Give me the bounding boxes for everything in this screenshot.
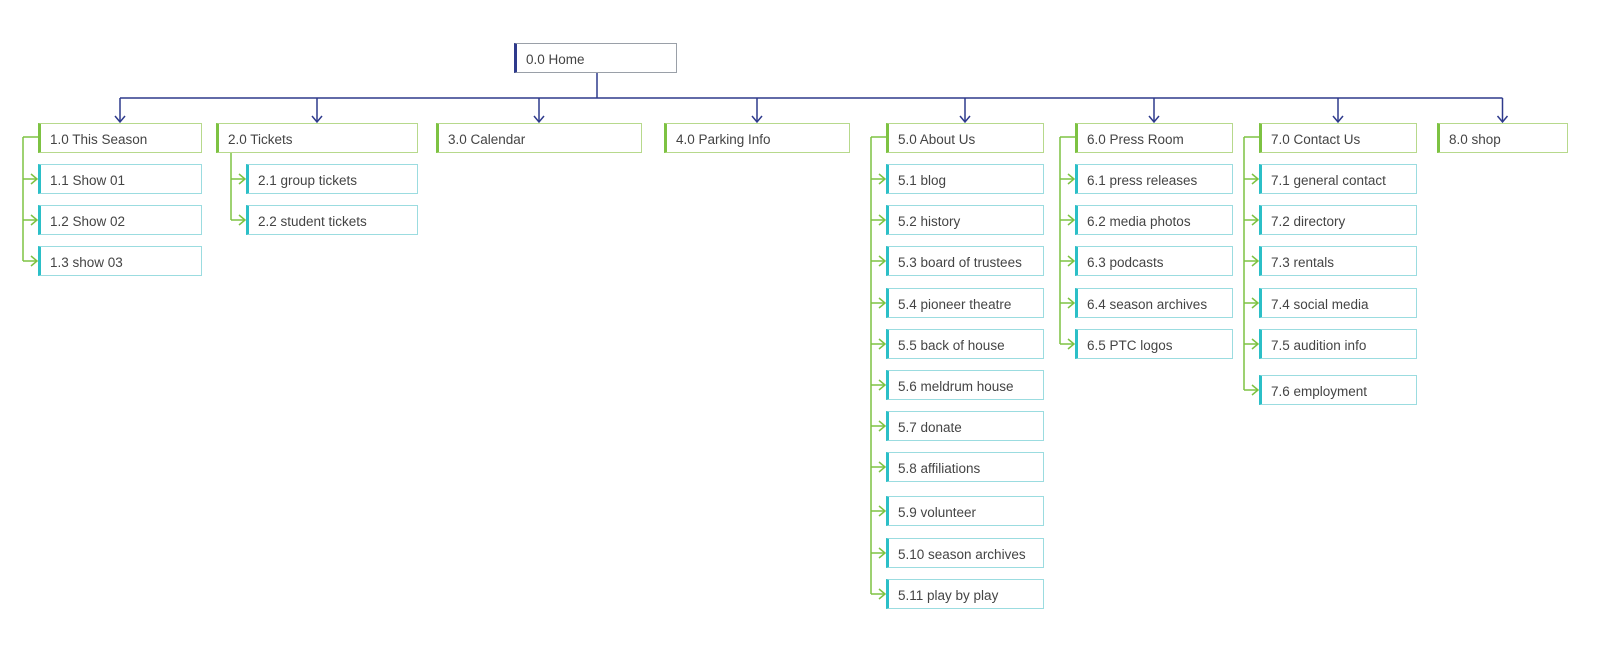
page-node-s5-2[interactable]: 5.2 history [886, 205, 1044, 235]
drop-arrow-s1 [114, 115, 126, 124]
branch-arrow-s5-5 [878, 338, 887, 350]
branch-arrow-s5-8 [878, 461, 887, 473]
section-node-s6[interactable]: 6.0 Press Room [1075, 123, 1233, 153]
section-node-s5[interactable]: 5.0 About Us [886, 123, 1044, 153]
page-node-s7-3[interactable]: 7.3 rentals [1259, 246, 1417, 276]
branch-arrow-s1-3 [30, 255, 39, 267]
section-node-s7[interactable]: 7.0 Contact Us [1259, 123, 1417, 153]
branch-arrow-s2-2 [238, 214, 247, 226]
page-node-s5-6[interactable]: 5.6 meldrum house [886, 370, 1044, 400]
page-node-s5-10[interactable]: 5.10 season archives [886, 538, 1044, 568]
page-node-s7-1[interactable]: 7.1 general contact [1259, 164, 1417, 194]
page-node-s6-3[interactable]: 6.3 podcasts [1075, 246, 1233, 276]
branch-arrow-s6-5 [1067, 338, 1076, 350]
branch-arrow-s7-4 [1251, 297, 1260, 309]
page-node-s7-5[interactable]: 7.5 audition info [1259, 329, 1417, 359]
branch-arrow-s5-1 [878, 173, 887, 185]
branch-arrow-s5-9 [878, 505, 887, 517]
branch-arrow-s5-11 [878, 588, 887, 600]
root-node-home[interactable]: 0.0 Home [514, 43, 677, 73]
branch-arrow-s5-7 [878, 420, 887, 432]
page-node-s1-2[interactable]: 1.2 Show 02 [38, 205, 202, 235]
page-node-s6-4[interactable]: 6.4 season archives [1075, 288, 1233, 318]
branch-arrow-s1-1 [30, 173, 39, 185]
page-node-s5-3[interactable]: 5.3 board of trustees [886, 246, 1044, 276]
branch-arrow-s5-6 [878, 379, 887, 391]
page-node-s5-8[interactable]: 5.8 affiliations [886, 452, 1044, 482]
branch-arrow-s7-5 [1251, 338, 1260, 350]
page-node-s6-5[interactable]: 6.5 PTC logos [1075, 329, 1233, 359]
page-node-s1-1[interactable]: 1.1 Show 01 [38, 164, 202, 194]
branch-arrow-s2-1 [238, 173, 247, 185]
page-node-s2-1[interactable]: 2.1 group tickets [246, 164, 418, 194]
page-node-s7-4[interactable]: 7.4 social media [1259, 288, 1417, 318]
page-node-s5-11[interactable]: 5.11 play by play [886, 579, 1044, 609]
drop-arrow-s6 [1148, 115, 1160, 124]
branch-arrow-s5-2 [878, 214, 887, 226]
page-node-s7-6[interactable]: 7.6 employment [1259, 375, 1417, 405]
branch-arrow-s6-3 [1067, 255, 1076, 267]
drop-arrow-s5 [959, 115, 971, 124]
page-node-s5-4[interactable]: 5.4 pioneer theatre [886, 288, 1044, 318]
page-node-s5-7[interactable]: 5.7 donate [886, 411, 1044, 441]
branch-arrow-s7-2 [1251, 214, 1260, 226]
branch-arrow-s6-2 [1067, 214, 1076, 226]
drop-arrow-s7 [1332, 115, 1344, 124]
drop-arrow-s2 [311, 115, 323, 124]
branch-arrow-s5-3 [878, 255, 887, 267]
branch-arrow-s1-2 [30, 214, 39, 226]
branch-arrow-s7-3 [1251, 255, 1260, 267]
section-node-s1[interactable]: 1.0 This Season [38, 123, 202, 153]
page-node-s5-9[interactable]: 5.9 volunteer [886, 496, 1044, 526]
page-node-s6-1[interactable]: 6.1 press releases [1075, 164, 1233, 194]
branch-arrow-s6-1 [1067, 173, 1076, 185]
page-node-s1-3[interactable]: 1.3 show 03 [38, 246, 202, 276]
branch-arrow-s7-6 [1251, 384, 1260, 396]
section-node-s2[interactable]: 2.0 Tickets [216, 123, 418, 153]
branch-arrow-s7-1 [1251, 173, 1260, 185]
page-node-s6-2[interactable]: 6.2 media photos [1075, 205, 1233, 235]
drop-arrow-s3 [533, 115, 545, 124]
section-node-s4[interactable]: 4.0 Parking Info [664, 123, 850, 153]
branch-arrow-s5-4 [878, 297, 887, 309]
branch-arrow-s5-10 [878, 547, 887, 559]
branch-arrow-s6-4 [1067, 297, 1076, 309]
section-node-s3[interactable]: 3.0 Calendar [436, 123, 642, 153]
page-node-s5-5[interactable]: 5.5 back of house [886, 329, 1044, 359]
page-node-s2-2[interactable]: 2.2 student tickets [246, 205, 418, 235]
page-node-s5-1[interactable]: 5.1 blog [886, 164, 1044, 194]
drop-arrow-s8 [1496, 115, 1509, 124]
page-node-s7-2[interactable]: 7.2 directory [1259, 205, 1417, 235]
section-node-s8[interactable]: 8.0 shop [1437, 123, 1568, 153]
drop-arrow-s4 [751, 115, 763, 124]
